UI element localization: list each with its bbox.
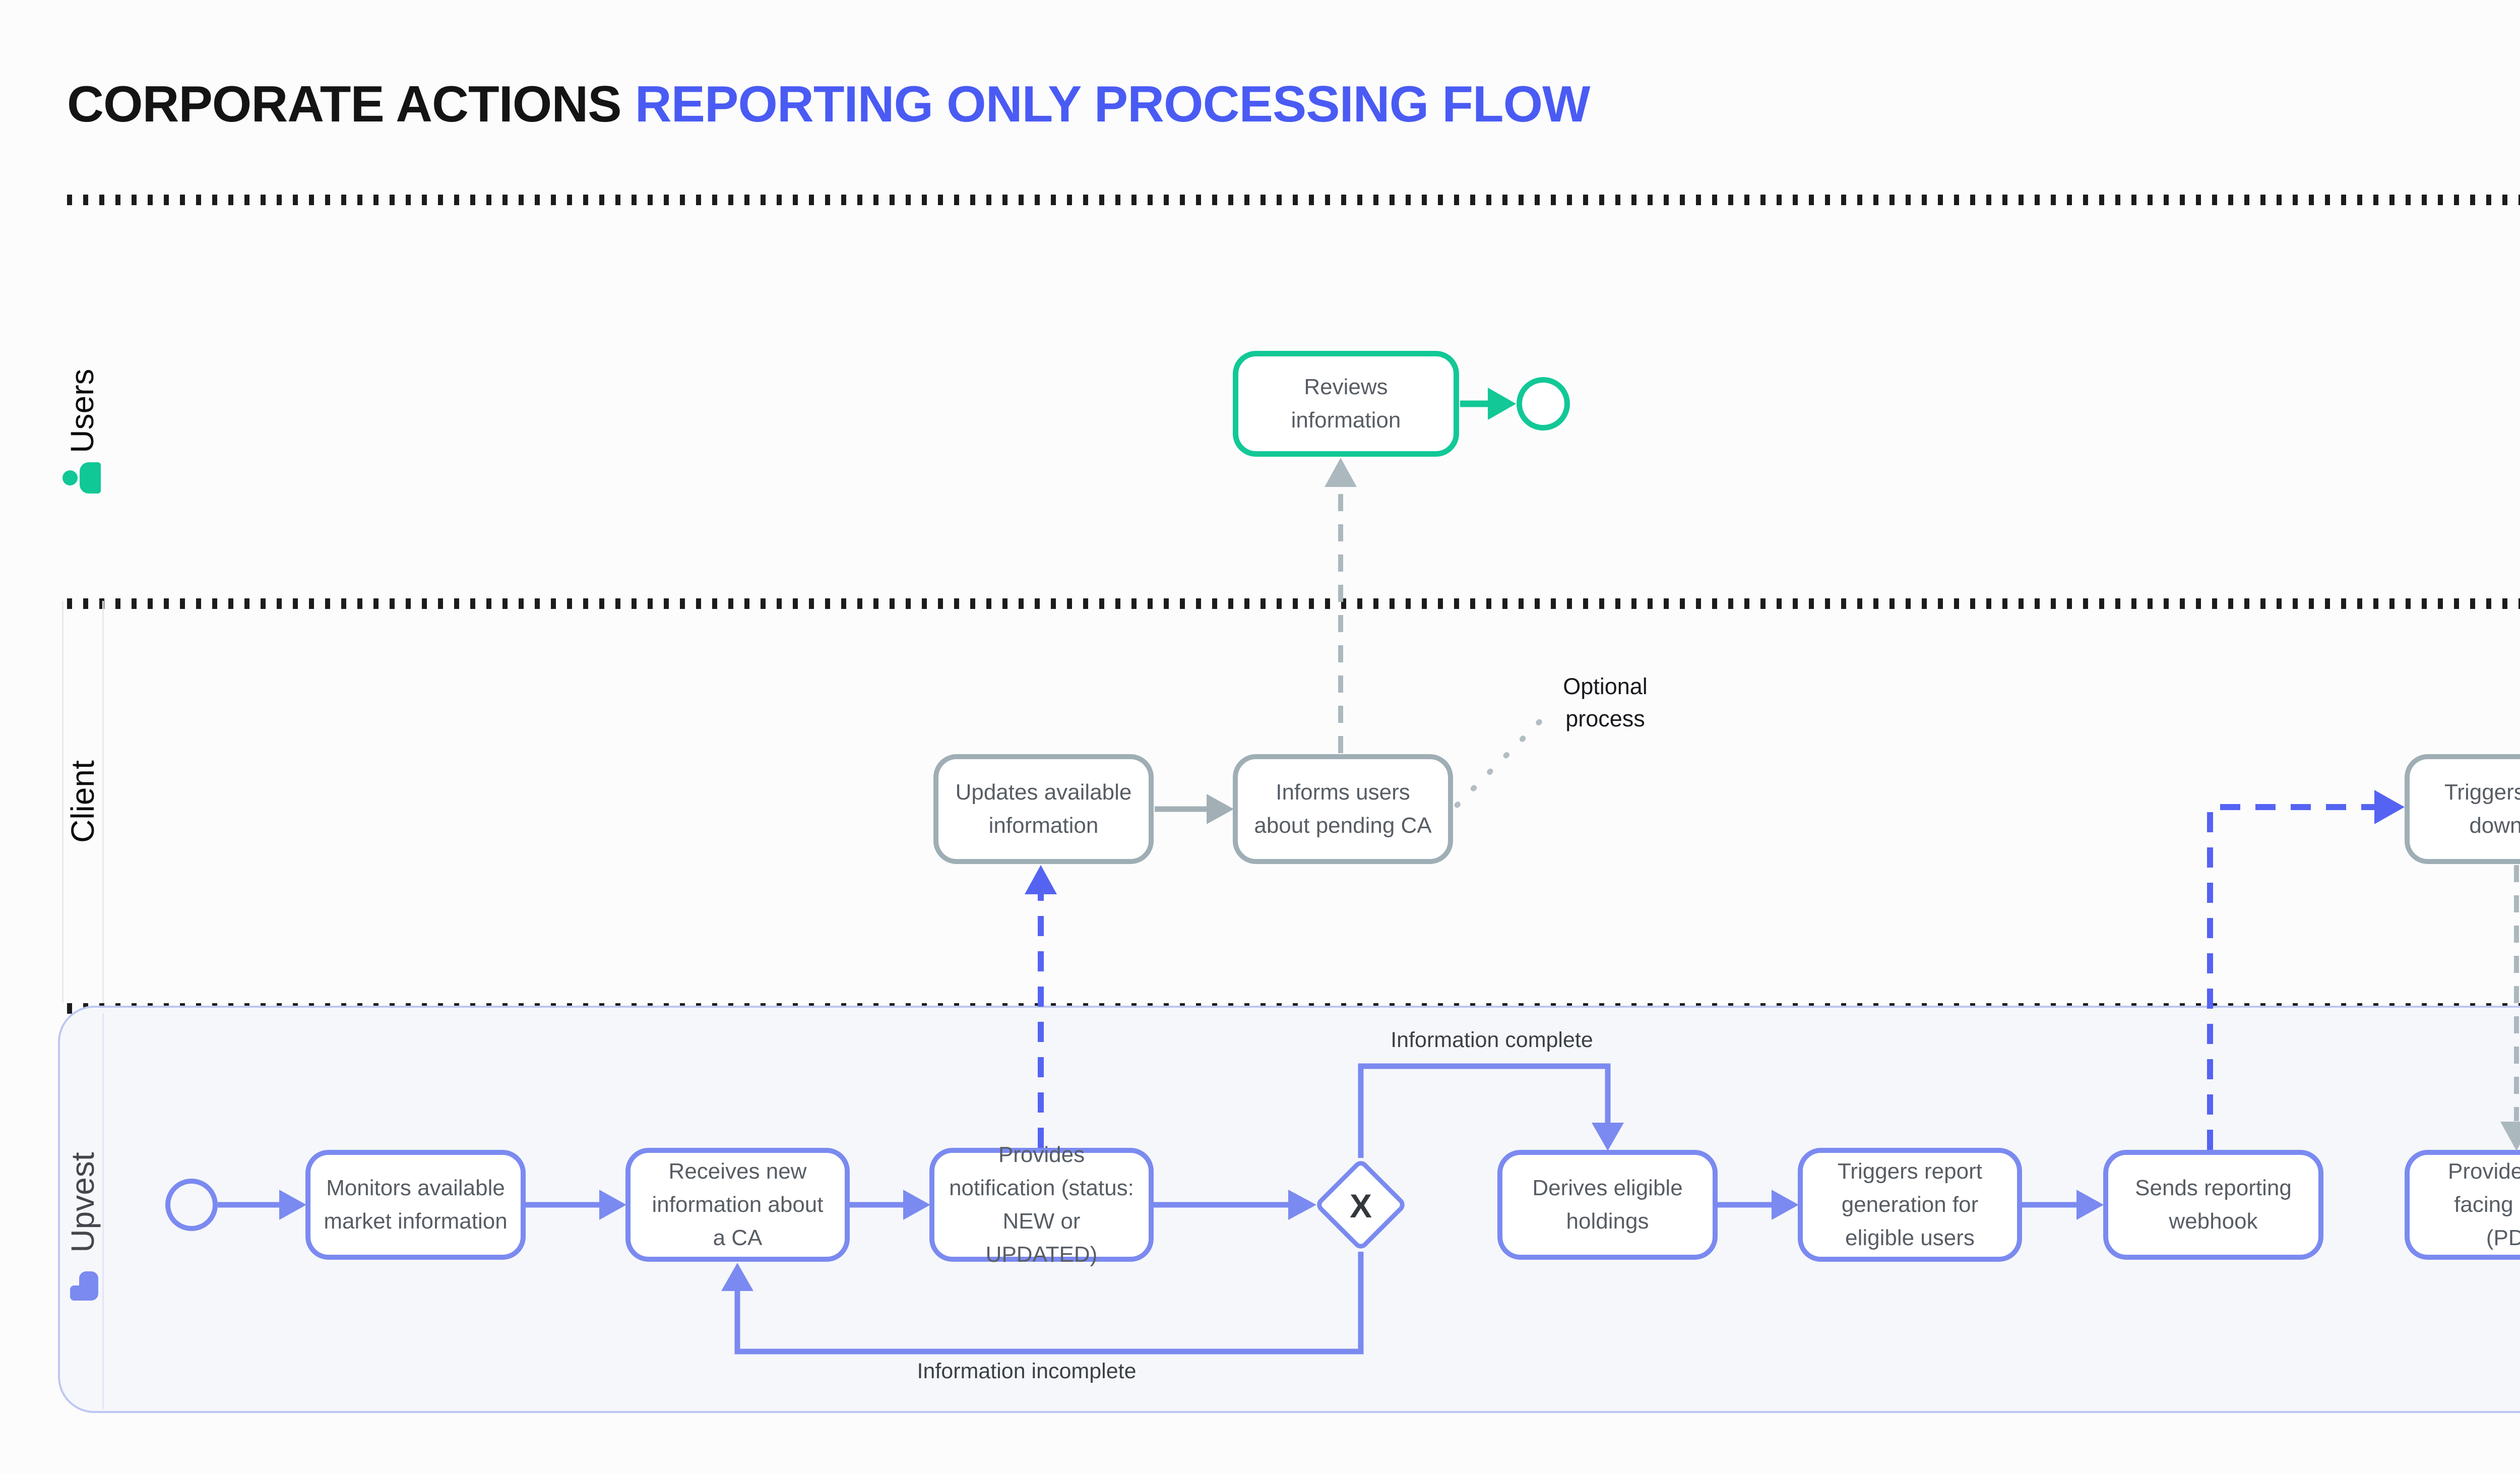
arrowhead-download: [2374, 790, 2405, 824]
start-event: [165, 1179, 218, 1231]
arrowhead-informs: [1207, 794, 1234, 824]
optional-process-label: Optional process: [1563, 673, 1648, 731]
green-arrowheads: [1488, 388, 1516, 420]
task-updates-available-information: Updates available information: [933, 754, 1154, 864]
exclusive-gateway-x: X: [1349, 1187, 1372, 1224]
users-person-icon: [62, 460, 102, 496]
lane-label-client: Client: [65, 760, 101, 843]
end-event-reviews-information: [1517, 377, 1570, 431]
information-complete-label: Information complete: [1391, 1028, 1593, 1052]
task-provides-notification: Provides notification (status: NEW or UP…: [929, 1142, 1154, 1267]
person-body: [80, 462, 101, 494]
client-lane-column-line: [62, 601, 64, 1003]
arrowhead-reviews-info: [1325, 458, 1357, 487]
lane-separator-top: [67, 195, 2520, 205]
task-monitors-market-information: Monitors available market information: [305, 1150, 526, 1260]
client-lane-column-line: [102, 601, 104, 1003]
task-receives-new-information: Receives new information about a CA: [625, 1148, 850, 1262]
arrowhead-end1: [1488, 388, 1516, 420]
information-incomplete-label: Information incomplete: [917, 1359, 1137, 1383]
task-derives-eligible-holdings: Derives eligible holdings: [1497, 1150, 1718, 1260]
page-title-black: CORPORATE ACTIONS: [67, 76, 622, 133]
lane-label-upvest: Upvest: [65, 1152, 101, 1253]
person-head: [62, 470, 78, 485]
page-title: CORPORATE ACTIONS REPORTING ONLY PROCESS…: [67, 76, 1591, 134]
task-provides-user-facing-report: Provides user facing report (PDF): [2405, 1150, 2520, 1260]
upvest-logo-icon: [70, 1271, 98, 1301]
task-triggers-report-download: Triggers report download: [2405, 754, 2520, 864]
task-reviews-information: Reviews information: [1233, 351, 1459, 457]
lane-separator-users-client: [67, 598, 2520, 609]
lane-label-users: Users: [64, 368, 100, 453]
page-title-blue: REPORTING ONLY PROCESSING FLOW: [635, 76, 1591, 133]
task-informs-users-pending-ca: Informs users about pending CA: [1233, 754, 1453, 864]
task-sends-reporting-webhook: Sends reporting webhook: [2103, 1150, 2323, 1260]
arrowhead-updates: [1025, 865, 1057, 894]
upvest-lane-column-line: [102, 1013, 104, 1409]
upvest-logo-big-square: [79, 1271, 98, 1301]
task-triggers-report-generation: Triggers report generation for eligible …: [1798, 1148, 2022, 1262]
